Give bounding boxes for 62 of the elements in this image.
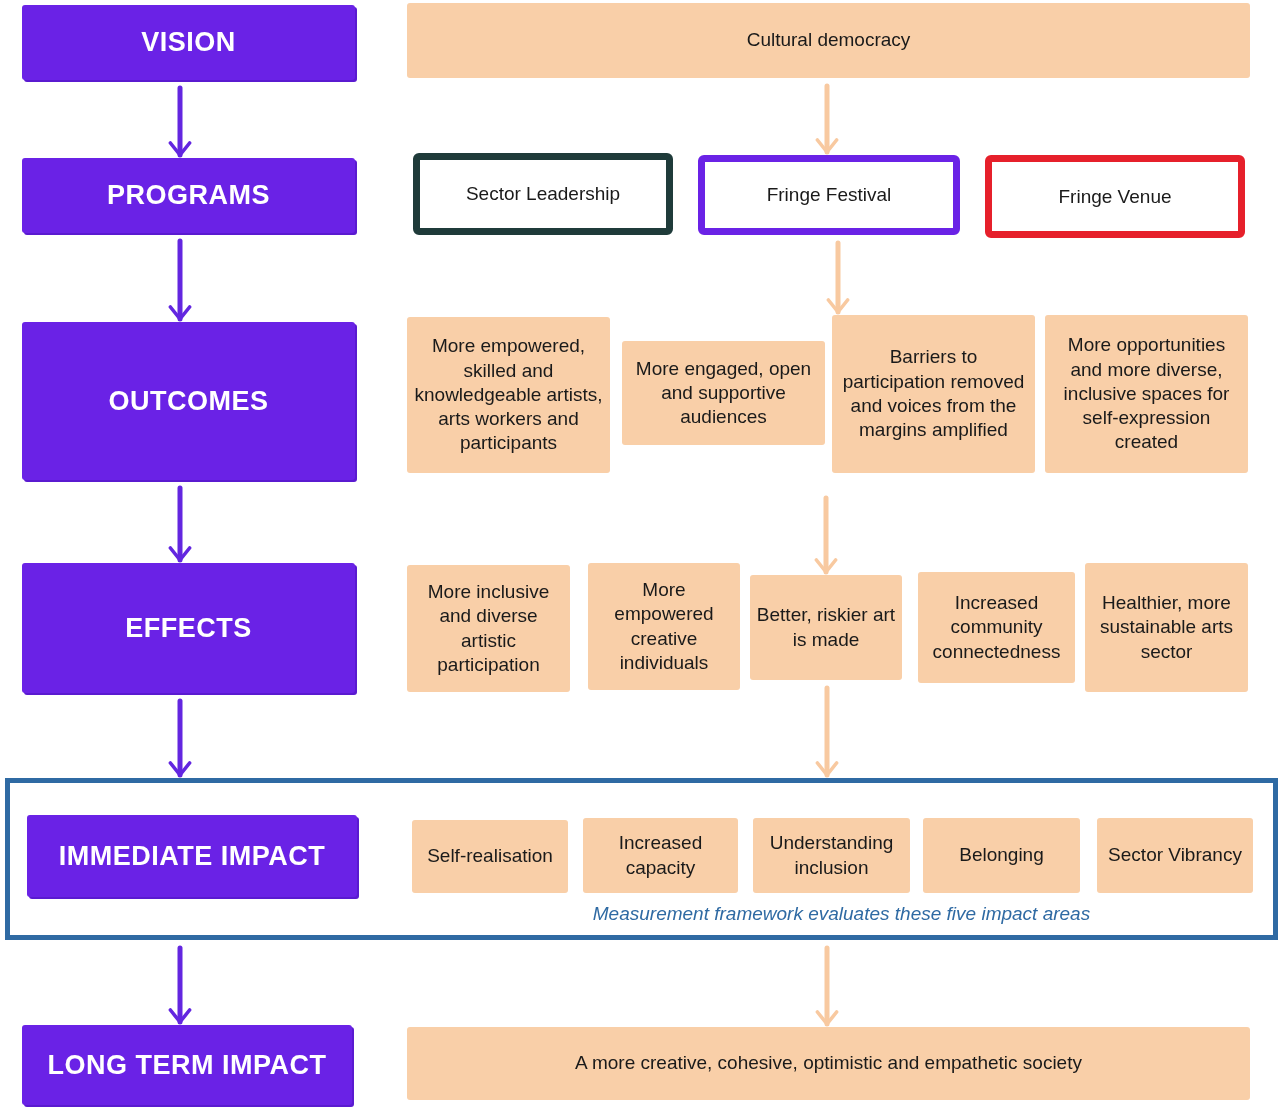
box-label: A more creative, cohesive, optimistic and empathetic society: [575, 1051, 1082, 1076]
box-label: VISION: [141, 27, 236, 58]
arrow: [168, 85, 192, 158]
content-box: [407, 3, 1250, 78]
arrow: [168, 945, 192, 1025]
box-label: More empowered creative individuals: [613, 577, 715, 675]
arrow: [168, 238, 192, 322]
content-box: [412, 820, 568, 893]
stage-header-box: [22, 1025, 352, 1105]
stage-header-box: [22, 322, 355, 480]
arrow: [815, 685, 839, 778]
box-label: OUTCOMES: [108, 385, 269, 417]
box-label: Increased community connectedness: [931, 591, 1062, 664]
box-label: Self-realisation: [427, 844, 553, 869]
box-label: Better, riskier art is made: [756, 603, 896, 652]
content-box: [583, 818, 738, 893]
program-box: [698, 155, 960, 235]
content-box: [407, 317, 610, 473]
box-label: Understanding inclusion: [768, 831, 895, 880]
box-label: More inclusive and diverse artistic participation: [426, 579, 551, 677]
box-label: Belonging: [959, 843, 1044, 868]
stage-header-box: [22, 563, 355, 693]
content-box: [753, 818, 910, 893]
box-label: Fringe Venue: [1058, 185, 1172, 208]
content-box: [407, 1027, 1250, 1100]
box-label: LONG TERM IMPACT: [47, 1049, 327, 1081]
box-label: More empowered, skilled and knowledgeable artists, arts workers and participants: [413, 334, 604, 456]
content-box: [1045, 315, 1248, 473]
frame-caption: Measurement framework evaluates these five impact areas: [591, 903, 1092, 925]
box-label: Cultural democracy: [746, 28, 911, 53]
box-label: More engaged, open and supportive audiences: [634, 356, 813, 430]
impact-frame: [5, 778, 1278, 940]
arrow: [815, 945, 839, 1027]
content-box: [918, 572, 1075, 683]
arrow: [814, 495, 838, 575]
content-box: [588, 563, 740, 690]
box-label: Barriers to participation removed and voices from the margins amplified: [841, 345, 1026, 443]
stage-header-box: [27, 815, 357, 897]
arrow: [826, 240, 850, 315]
stage-header-box: [22, 5, 355, 80]
content-box: [407, 565, 570, 692]
content-box: [1097, 818, 1253, 893]
box-label: PROGRAMS: [107, 180, 270, 211]
arrow: [168, 698, 192, 778]
box-label: Sector Leadership: [465, 183, 621, 205]
box-label: Healthier, more sustainable arts sector: [1098, 591, 1235, 664]
box-label: EFFECTS: [125, 612, 252, 644]
arrow: [168, 485, 192, 563]
arrow: [815, 83, 839, 155]
stage-header-box: [22, 158, 355, 233]
program-box: [985, 155, 1245, 238]
content-box: [622, 341, 825, 445]
box-label: Increased capacity: [617, 831, 704, 880]
box-label: More opportunities and more diverse, inclusive spaces for self-expression created: [1062, 333, 1231, 455]
box-label: Fringe Festival: [766, 184, 892, 206]
box-label: IMMEDIATE IMPACT: [58, 840, 326, 872]
program-box: [413, 153, 673, 235]
content-box: [923, 818, 1080, 893]
content-box: [832, 315, 1035, 473]
content-box: [750, 575, 902, 680]
box-label: Sector Vibrancy: [1108, 843, 1242, 868]
content-box: [1085, 563, 1248, 692]
